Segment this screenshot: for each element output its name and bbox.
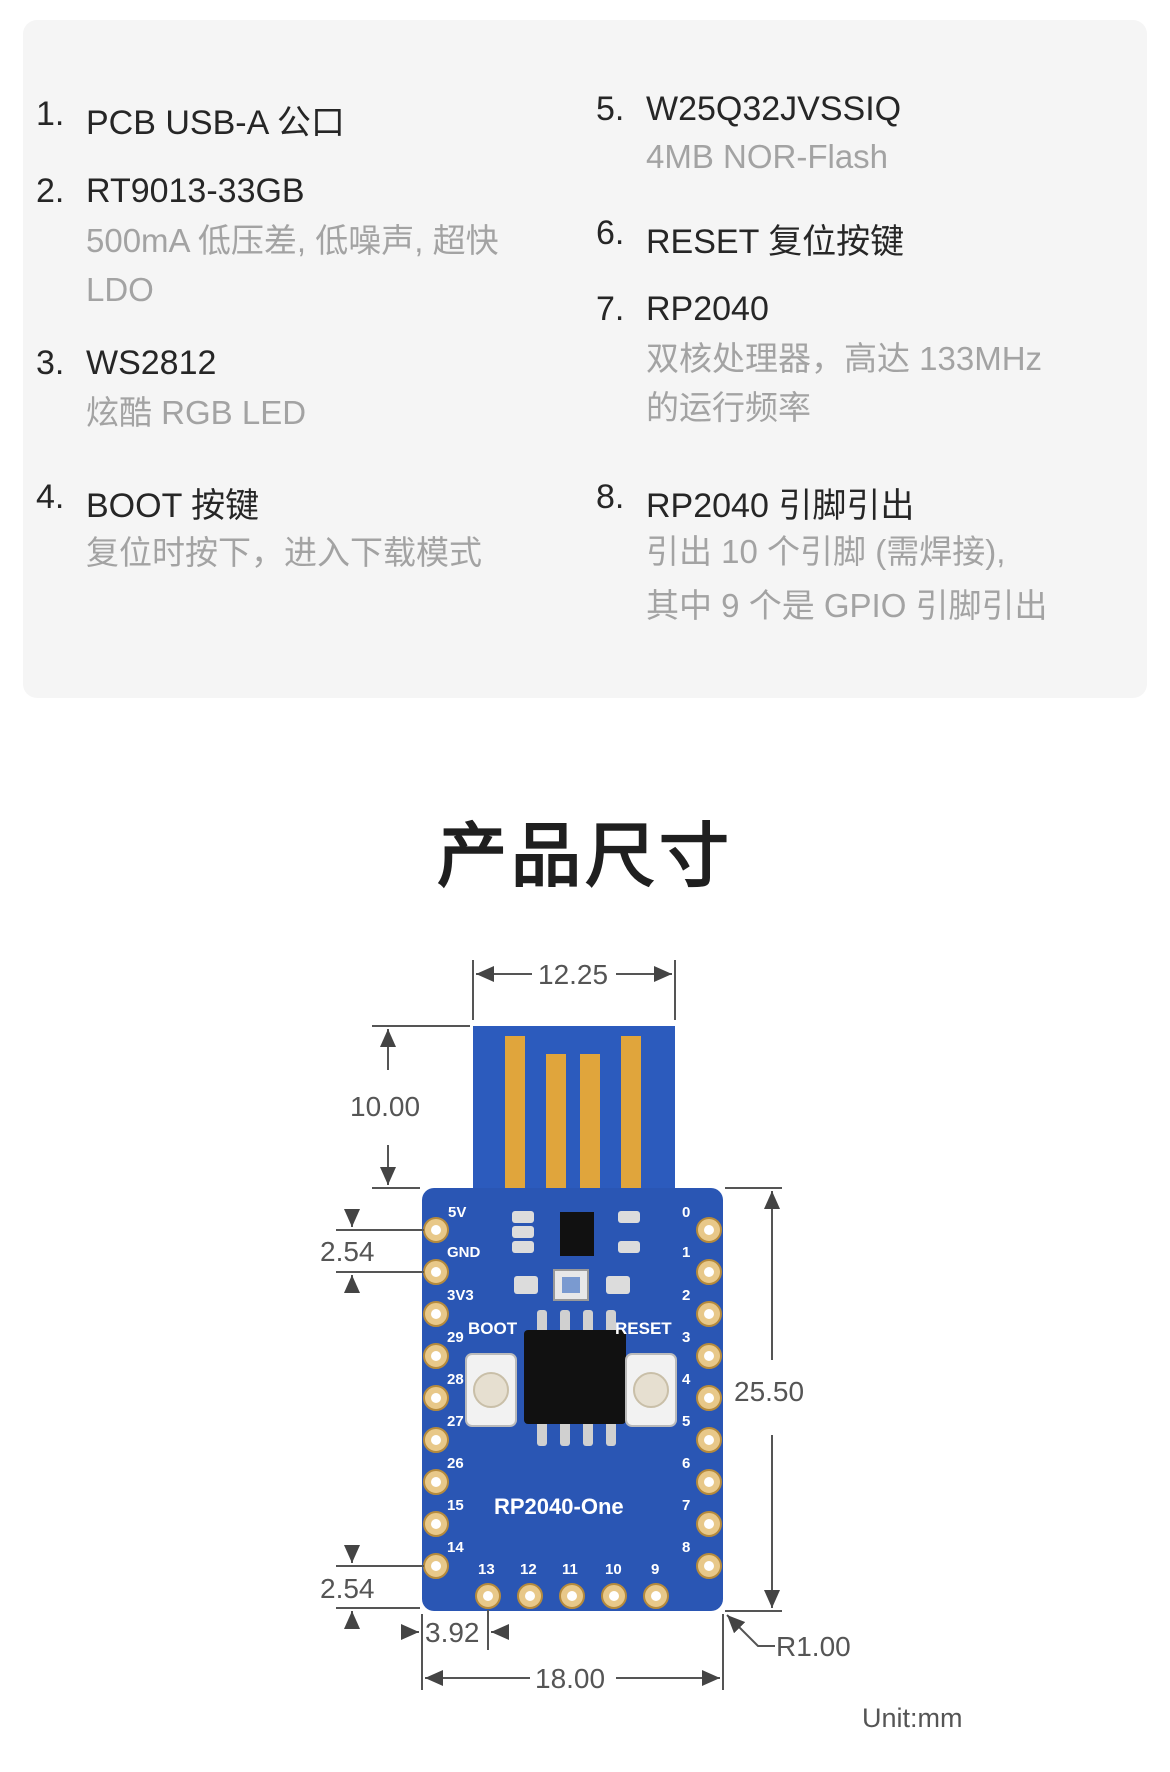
feature-title: WS2812: [86, 344, 217, 382]
features-card: [23, 20, 1147, 698]
pin-label-bottom: 11: [562, 1561, 578, 1578]
bottom-pads: [475, 1583, 669, 1609]
feature-title: PCB USB-A 公口: [86, 104, 345, 142]
flash-chip: [524, 1330, 626, 1424]
pin-label-bottom: 12: [520, 1561, 537, 1578]
unit-label: Unit:mm: [862, 1703, 963, 1733]
dim-pitch-bottom: 2.54: [320, 1573, 375, 1604]
feature-desc: LDO: [86, 271, 154, 308]
feature-title: RESET 复位按键: [646, 223, 905, 261]
pin-label-left: 28: [447, 1371, 464, 1388]
feature-number: 4.: [36, 478, 65, 516]
pin-label-left: GND: [447, 1244, 481, 1261]
feature-desc: 其中 9 个是 GPIO 引脚引出: [646, 587, 1048, 624]
top-components: [512, 1211, 640, 1294]
dim-board-width: 18.00: [535, 1663, 605, 1694]
feature-desc: 双核处理器，高达 133MHz: [646, 340, 1043, 377]
dim-pitch-top: 2.54: [320, 1236, 375, 1267]
pin-label-right: 8: [682, 1539, 690, 1556]
dim-pin-offset: 3.92: [425, 1617, 480, 1648]
feature-title: RT9013-33GB: [86, 172, 305, 210]
feature-title: RP2040 引脚引出: [646, 487, 915, 525]
pin-label-left: 26: [447, 1455, 464, 1472]
pin-label-left: 3V3: [447, 1287, 474, 1304]
pin-label-left: 14: [447, 1539, 464, 1556]
dim-board-length: 25.50: [734, 1376, 804, 1407]
pin-label-left: 27: [447, 1413, 464, 1430]
feature-number: 8.: [596, 478, 625, 516]
pin-label-left: 29: [447, 1329, 464, 1346]
pin-label-right: 2: [682, 1287, 690, 1304]
feature-desc: 炫酷 RGB LED: [86, 394, 307, 431]
pin-label-right: 4: [682, 1371, 691, 1388]
pin-label-left: 15: [447, 1497, 464, 1514]
section-title: 产品尺寸: [437, 817, 733, 895]
pin-label-right: 3: [682, 1329, 690, 1346]
feature-desc: 复位时按下，进入下载模式: [86, 534, 482, 571]
usb-plug: [473, 1026, 675, 1196]
feature-title: W25Q32JVSSIQ: [646, 90, 902, 128]
reset-label: RESET: [615, 1319, 672, 1338]
feature-number: 7.: [596, 290, 625, 328]
feature-desc: 的运行频率: [646, 389, 811, 426]
pin-label-right: 0: [682, 1204, 690, 1221]
pin-label-right: 1: [682, 1244, 690, 1261]
usb-contact: [621, 1036, 641, 1196]
pin-label-bottom: 10: [605, 1561, 622, 1578]
feature-desc: 引出 10 个引脚 (需焊接),: [646, 533, 1006, 570]
pin-label-left: 5V: [448, 1204, 466, 1221]
pin-label-right: 7: [682, 1497, 690, 1514]
feature-number: 2.: [36, 172, 65, 210]
feature-desc: 4MB NOR-Flash: [646, 138, 889, 175]
feature-number: 5.: [596, 90, 625, 128]
dim-plug-length: 10.00: [350, 1091, 420, 1122]
flash-chip-legs: [537, 1310, 616, 1446]
usb-contact: [505, 1036, 525, 1196]
feature-desc: 500mA 低压差, 低噪声, 超快: [86, 222, 499, 259]
ldo-chip: [560, 1212, 594, 1256]
feature-title: BOOT 按键: [86, 487, 260, 525]
dim-corner-radius: R1.00: [776, 1631, 851, 1662]
feature-number: 6.: [596, 214, 625, 252]
boot-label: BOOT: [468, 1319, 518, 1338]
pin-label-bottom: 9: [651, 1561, 659, 1578]
dim-plug-width: 12.25: [538, 959, 608, 990]
pin-label-right: 6: [682, 1455, 690, 1472]
feature-number: 3.: [36, 344, 65, 382]
pin-label-bottom: 13: [478, 1561, 495, 1578]
usb-contact: [546, 1054, 566, 1196]
feature-title: RP2040: [646, 290, 769, 328]
pin-label-right: 5: [682, 1413, 690, 1430]
feature-number: 1.: [36, 95, 65, 133]
board-name: RP2040-One: [494, 1494, 624, 1519]
usb-contact: [580, 1054, 600, 1196]
